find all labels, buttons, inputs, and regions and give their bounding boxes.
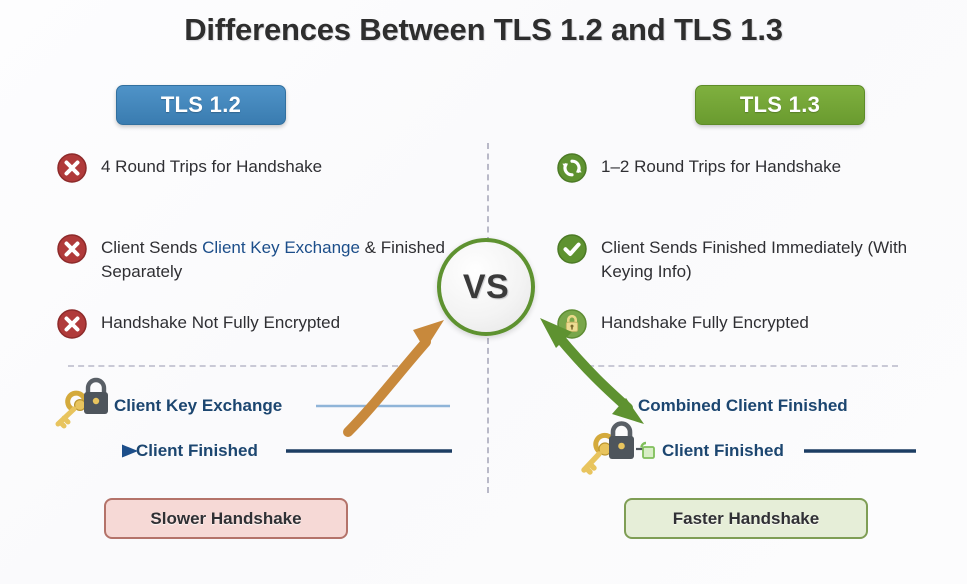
left-bullet-1-label: 4 Round Trips for Handshake <box>101 157 323 176</box>
vertical-divider-top <box>487 143 489 243</box>
vs-label: VS <box>462 267 510 306</box>
left-bullet-2-label: Client Sends Client Key Exchange & Finis… <box>101 233 456 284</box>
x-circle-icon <box>56 233 88 265</box>
left-bullet-2-prefix: Client Sends <box>101 238 203 257</box>
pill-slower-handshake: Slower Handshake <box>104 498 348 539</box>
left-bullet-1: 4 Round Trips for Handshake <box>56 152 456 184</box>
page-title: Differences Between TLS 1.2 and TLS 1.3 <box>184 12 783 47</box>
refresh-circle-icon <box>556 152 588 184</box>
left-lock-key-icon <box>55 377 108 429</box>
lock-circle-icon <box>556 308 588 340</box>
left-flow-step2-label: Client Finished <box>136 441 258 460</box>
x-circle-icon <box>56 308 88 340</box>
right-bullet-2-label: Client Sends Finished Immediately (With … <box>601 238 908 282</box>
right-bullet-1-label: 1–2 Round Trips for Handshake <box>601 157 842 176</box>
check-circle-icon <box>556 233 588 265</box>
left-flow-step1-label: Client Key Exchange <box>114 396 283 415</box>
horizontal-divider-left <box>68 365 398 367</box>
horizontal-divider-right <box>578 365 898 367</box>
vertical-divider-bottom <box>487 338 489 493</box>
vs-badge: VS <box>437 238 535 336</box>
left-bullet-2-highlight: Client Key Exchange <box>202 238 360 257</box>
left-bullet-2: Client Sends Client Key Exchange & Finis… <box>56 233 456 284</box>
right-bullet-2: Client Sends Finished Immediately (With … <box>556 233 936 284</box>
right-bullet-1: 1–2 Round Trips for Handshake <box>556 152 936 184</box>
right-lock-key-icon <box>546 421 655 475</box>
left-bullet-3-label: Handshake Not Fully Encrypted <box>101 313 341 332</box>
badge-tls13: TLS 1.3 <box>695 85 865 125</box>
pill-faster-handshake: Faster Handshake <box>624 498 868 539</box>
x-circle-icon <box>56 152 88 184</box>
badge-tls12: TLS 1.2 <box>116 85 286 125</box>
right-bullet-3-label: Handshake Fully Encrypted <box>601 313 809 332</box>
left-bullet-2-suffix: & Finished Separately <box>101 238 445 282</box>
right-flow-step2-label: Client Finished <box>662 441 784 460</box>
left-bullet-3: Handshake Not Fully Encrypted <box>56 308 456 340</box>
right-bullet-3: Handshake Fully Encrypted <box>556 308 936 340</box>
right-flow-step1-label: Combined Client Finished <box>638 396 848 415</box>
